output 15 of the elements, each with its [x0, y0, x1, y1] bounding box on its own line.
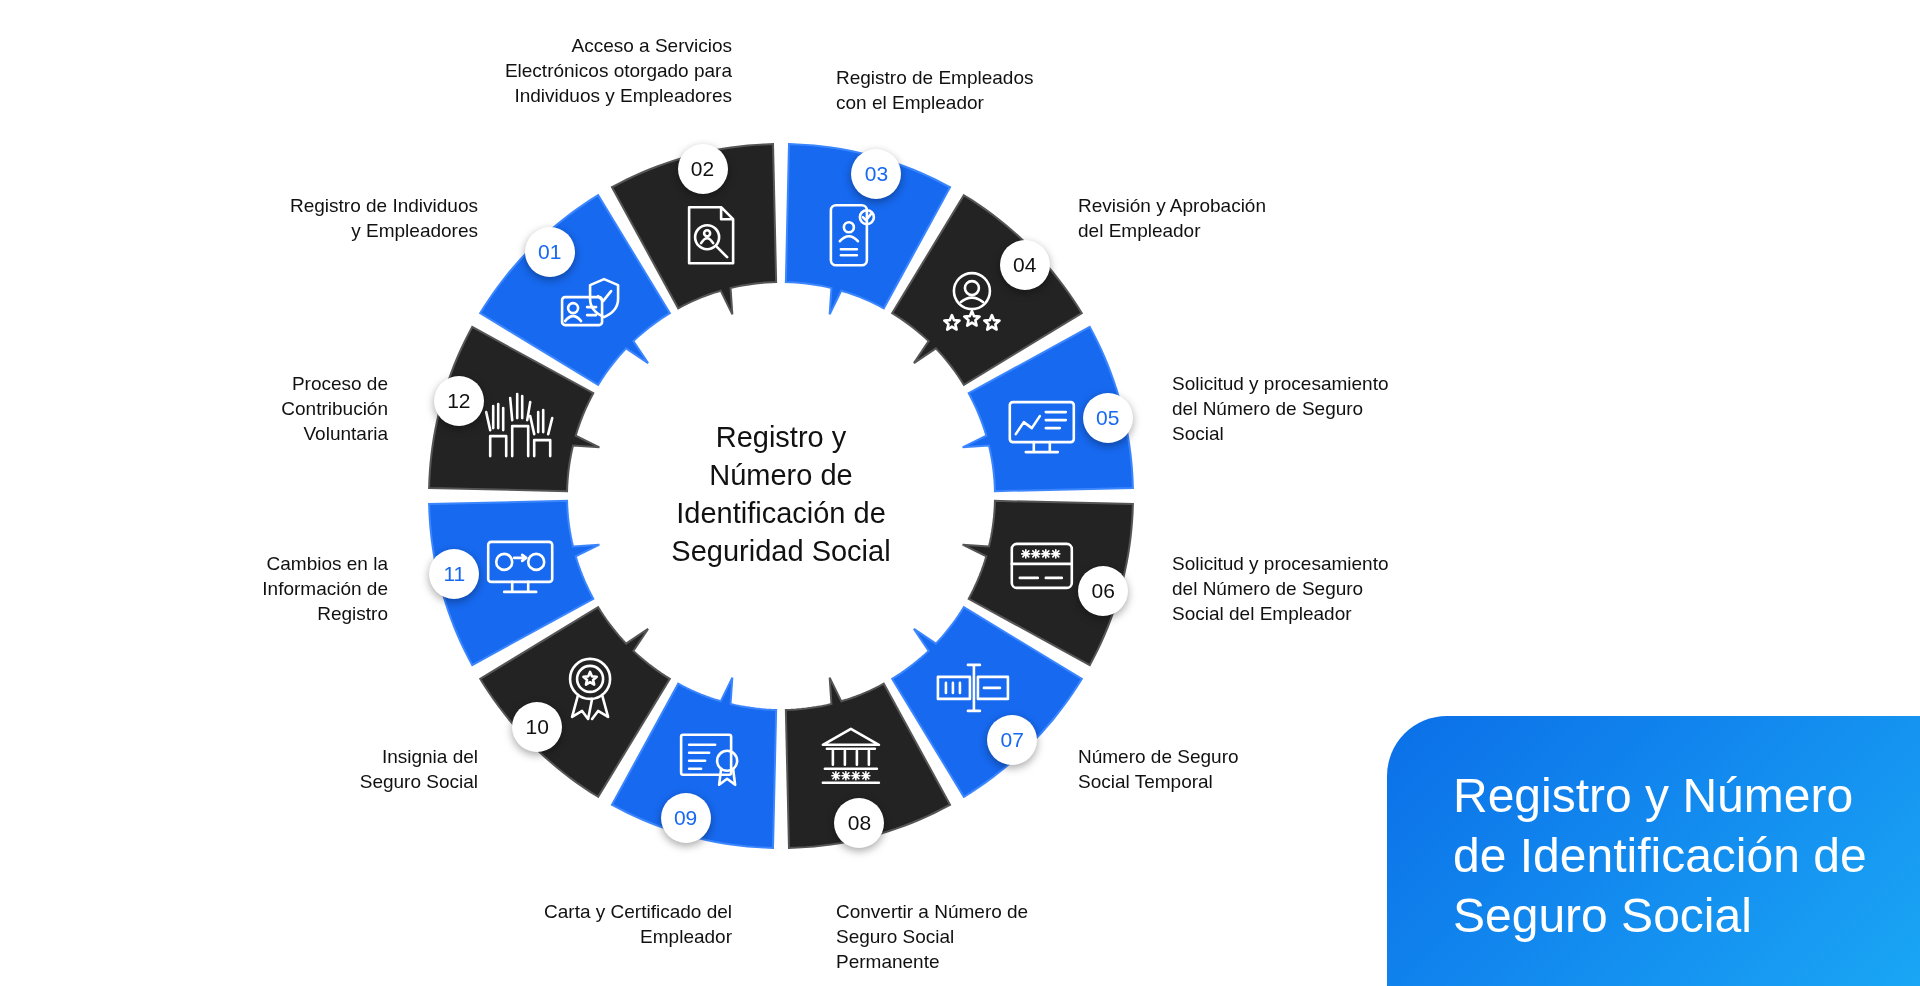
step-label: Registro de Individuos y Empleadores — [289, 194, 478, 243]
step-label: Número de Seguro Social Temporal — [1078, 745, 1240, 794]
step-label: Insignia del Seguro Social — [358, 745, 478, 794]
step-label: Revisión y Aprobación del Empleador — [1078, 194, 1267, 243]
step-label: Solicitud y procesamiento del Número de Seguro Social — [1172, 372, 1390, 446]
step-label: Solicitud y procesamiento del Número de Seguro Social del Empleador — [1172, 552, 1390, 626]
ring-segment — [426, 323, 603, 495]
step-label: Cambios en la Información de Registro — [261, 552, 388, 626]
step-label: Carta y Certificado del Empleador — [543, 900, 732, 949]
panel-title: Registro y Número de Identificación de Seguro Social — [1453, 768, 1868, 944]
step-label: Registro de Empleados con el Empleador — [836, 66, 1035, 115]
step-label: Acceso a Servicios Electrónicos otorgado para Individuos y Empleadores — [503, 34, 732, 108]
step-label: Proceso de Contribución Voluntaria — [280, 372, 388, 446]
center-title: Registro y Número de Identificación de Seguridad Social — [663, 418, 899, 570]
step-label: Convertir a Número de Seguro Social Permanente — [836, 900, 1030, 974]
